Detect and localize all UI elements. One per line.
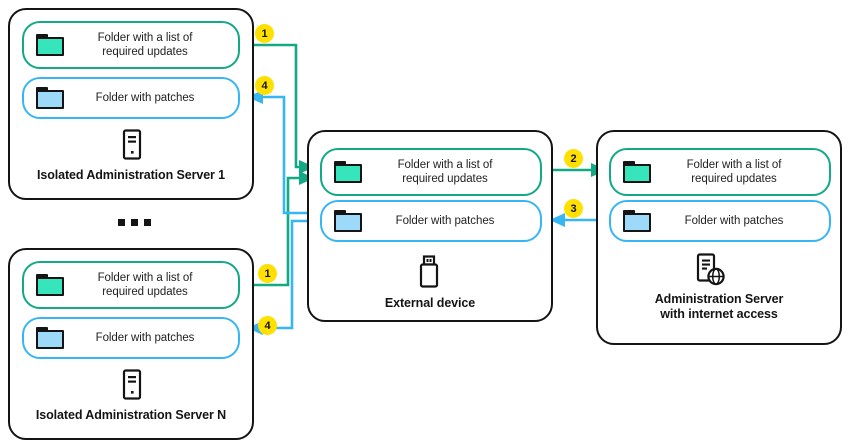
node-title-line-1: Administration Server (654, 292, 784, 306)
folder-pill-updates-admin-server[interactable]: Folder with a list of required updates (609, 148, 831, 196)
folder-pill-updates-isolated-n[interactable]: Folder with a list of required updates (22, 261, 240, 309)
label-line-1: Folder with a list of (686, 159, 782, 171)
folder-pill-label: Folder with a list of required updates (64, 31, 238, 59)
wire-step-4-top (247, 89, 313, 215)
folder-pill-label: Folder with patches (95, 92, 195, 104)
folder-pill-patches-isolated-n[interactable]: Folder with patches (22, 317, 240, 359)
folder-pill-label: Folder with patches (95, 332, 195, 344)
step-badge-4-bottom: 4 (258, 316, 277, 335)
step-badge-4-top: 4 (255, 76, 274, 95)
step-badge-1-bottom: 1 (258, 264, 277, 283)
folder-icon-updates (36, 34, 64, 56)
label-line-1: Folder with a list of (97, 272, 193, 284)
folder-pill-label: Folder with a list of required updates (651, 158, 829, 186)
node-title-admin-server-internet: Administration Server with internet acce… (598, 292, 840, 322)
server-tower-icon-isolated-n (122, 369, 142, 400)
folder-pill-patches-external-device[interactable]: Folder with patches (320, 200, 542, 242)
label-line-2: required updates (691, 173, 777, 185)
folder-icon-updates (623, 161, 651, 183)
node-title-isolated-server-1: Isolated Administration Server 1 (36, 168, 226, 182)
folder-pill-patches-isolated-1[interactable]: Folder with patches (22, 77, 240, 119)
node-title-isolated-server-n: Isolated Administration Server N (35, 408, 227, 422)
label-line-2: required updates (402, 173, 488, 185)
folder-icon-patches (623, 210, 651, 232)
label-line-1: Folder with a list of (97, 32, 193, 44)
step-badge-2: 2 (564, 149, 583, 168)
folder-pill-label: Folder with patches (684, 215, 784, 227)
folder-pill-updates-isolated-1[interactable]: Folder with a list of required updates (22, 21, 240, 69)
server-globe-icon (696, 253, 725, 286)
folder-icon-updates (334, 161, 362, 183)
folder-icon-updates (36, 274, 64, 296)
label-line-1: Folder with a list of (397, 159, 493, 171)
node-title-external-device: External device (384, 296, 476, 310)
step-badge-1-top: 1 (255, 24, 274, 43)
label-line-2: required updates (102, 46, 188, 58)
ellipsis-separator (118, 219, 151, 226)
folder-icon-patches (334, 210, 362, 232)
wire-step-1-top (246, 43, 315, 175)
wire-step-1-bottom (246, 170, 315, 287)
folder-icon-patches (36, 87, 64, 109)
server-tower-icon-isolated-1 (122, 129, 142, 160)
folder-icon-patches (36, 327, 64, 349)
folder-pill-label: Folder with patches (395, 215, 495, 227)
folder-pill-patches-admin-server[interactable]: Folder with patches (609, 200, 831, 242)
usb-flash-drive-icon (419, 255, 439, 288)
folder-pill-label: Folder with a list of required updates (64, 271, 238, 299)
folder-pill-label: Folder with a list of required updates (362, 158, 540, 186)
node-title-line-2: with internet access (660, 307, 778, 321)
label-line-2: required updates (102, 286, 188, 298)
step-badge-3: 3 (564, 199, 583, 218)
folder-pill-updates-external-device[interactable]: Folder with a list of required updates (320, 148, 542, 196)
